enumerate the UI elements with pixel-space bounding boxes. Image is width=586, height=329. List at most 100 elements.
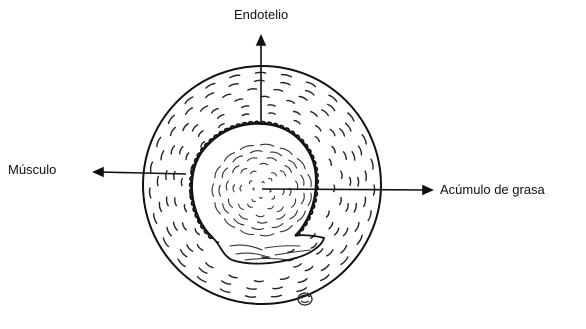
muscle-dash [218, 115, 224, 119]
muscle-dash [355, 223, 359, 232]
muscle-dash [181, 179, 182, 186]
muscle-dash [354, 204, 356, 212]
muscle-dash [299, 97, 307, 101]
fat-stroke [269, 178, 272, 180]
muscle-dash [316, 126, 321, 131]
fat-stroke [290, 211, 298, 219]
muscle-dash [306, 91, 314, 95]
muscle-dash [311, 112, 317, 117]
fat-stroke [241, 231, 254, 235]
muscle-dash [321, 275, 329, 281]
fat-stroke [272, 173, 277, 176]
muscle-dash [201, 142, 205, 147]
muscle-dash [220, 289, 230, 292]
fat-stroke [280, 171, 285, 177]
arrowhead-endothelium [257, 36, 265, 45]
muscle-dash [171, 128, 176, 136]
muscle-dash [222, 281, 231, 284]
muscle-dash [254, 281, 263, 282]
fat-stroke [260, 234, 274, 236]
fat-stroke [272, 224, 283, 228]
fat-stroke [239, 214, 247, 219]
muscle-dash [321, 265, 329, 271]
muscle-dash [199, 268, 207, 273]
muscle-dash [281, 277, 289, 279]
fat-stroke [308, 175, 311, 187]
muscle-dash [235, 99, 243, 101]
fat-stroke [250, 151, 262, 153]
muscle-dash [178, 259, 185, 266]
muscle-dash [352, 152, 355, 160]
muscle-dash [181, 250, 187, 257]
muscle-dash [364, 197, 366, 206]
fat-stroke [301, 175, 304, 185]
muscle-dash [180, 147, 183, 154]
muscle-dash [201, 106, 208, 111]
muscle-dash [223, 94, 231, 97]
fat-stroke [268, 206, 273, 208]
fat-stroke [215, 166, 221, 178]
muscle-dash [261, 96, 269, 97]
muscle-dash [362, 135, 366, 144]
fat-stroke [248, 204, 253, 207]
muscle-dash [163, 238, 168, 247]
fat-stroke [297, 159, 305, 169]
fat-stroke [240, 146, 253, 150]
muscle-dash [230, 75, 240, 77]
muscle-dash [186, 108, 193, 115]
fat-stroke [252, 228, 264, 230]
arrowhead-fat [423, 186, 432, 194]
fat-stroke [228, 199, 232, 207]
muscle-dash [229, 84, 238, 87]
muscle-dash [327, 250, 333, 256]
muscle-dash [184, 205, 186, 212]
fat-stroke [230, 245, 262, 250]
muscle-dash [174, 222, 178, 230]
muscle-dash [157, 176, 158, 185]
fat-stroke [292, 199, 296, 207]
label-fat-buildup: Acúmulo de grasa [440, 183, 545, 196]
muscle-dash [175, 198, 177, 206]
muscle-dash [272, 295, 282, 297]
fat-stroke [277, 207, 283, 212]
muscle-dash [197, 245, 203, 251]
muscle-dash [281, 75, 291, 77]
muscle-dash [344, 228, 348, 236]
muscle-dash [350, 177, 351, 185]
muscle-dash [229, 275, 237, 278]
muscle-dash [281, 83, 290, 85]
muscle-dash [305, 267, 313, 271]
muscle-dash [151, 162, 153, 172]
muscle-dash [150, 188, 151, 198]
muscle-dash [269, 113, 275, 114]
muscle-dash [242, 114, 248, 116]
muscle-dash [159, 202, 161, 211]
fat-stroke [252, 199, 255, 201]
muscle-dash [248, 89, 257, 90]
muscle-dash [171, 146, 174, 154]
muscle-dash [195, 229, 199, 235]
muscle-dash [368, 211, 371, 221]
muscle-dash [322, 110, 329, 116]
fat-stroke [223, 204, 229, 213]
muscle-dash [358, 146, 361, 155]
muscle-dash [340, 129, 345, 136]
muscle-dash [341, 171, 342, 178]
fat-stroke [280, 226, 292, 232]
fat-stroke [233, 166, 239, 173]
fat-stroke [233, 156, 243, 162]
fat-stroke [225, 219, 235, 227]
fat-stroke [280, 148, 292, 154]
muscle-dash [346, 204, 348, 212]
muscle-dash [161, 151, 164, 160]
fat-stroke [308, 193, 311, 205]
fat-stroke [265, 246, 300, 248]
arrowhead-muscle [94, 168, 103, 176]
fat-lower-lip [213, 235, 324, 263]
muscle-dash [206, 263, 213, 268]
muscle-dash [167, 197, 169, 206]
muscle-dash [340, 198, 342, 205]
fat-stroke [289, 160, 297, 168]
